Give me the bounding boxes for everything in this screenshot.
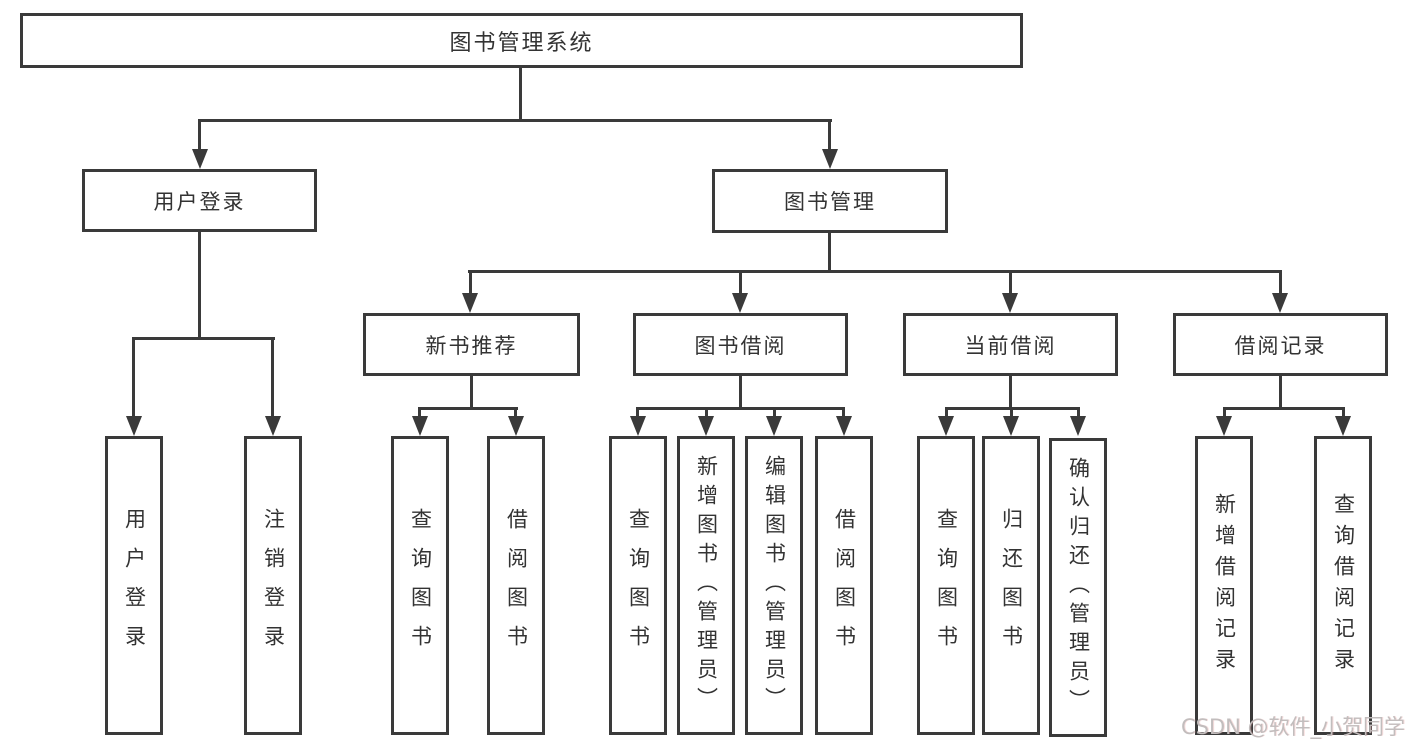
node-label: 当前借阅 xyxy=(964,333,1057,358)
leaf-label: 查询图书 xyxy=(934,507,959,664)
arrowhead-leaf xyxy=(1070,416,1086,436)
arrowhead-leaf xyxy=(836,416,852,436)
node-label: 图书管理 xyxy=(784,190,876,214)
leaf-label: 用户登录 xyxy=(122,507,147,664)
connector-stub xyxy=(1010,407,1013,418)
connector-book-borrow-crossbar xyxy=(636,407,845,410)
arrowhead-leaf-login xyxy=(126,416,142,436)
leaf-return-books: 归还图书 xyxy=(982,436,1040,735)
connector-stub xyxy=(418,407,421,418)
connector-book-management-crossbar xyxy=(468,270,1282,273)
leaf-label: 编辑图书（管理员） xyxy=(762,455,787,716)
connector-stub xyxy=(945,407,948,418)
connector-stub xyxy=(514,407,517,418)
connector-borrow-records-trunk xyxy=(1279,376,1282,410)
connector-to-leaf-login xyxy=(132,337,135,418)
arrowhead-leaf xyxy=(508,416,524,436)
leaf-query-books-current: 查询图书 xyxy=(917,436,975,735)
leaf-add-borrow-record: 新增借阅记录 xyxy=(1195,436,1253,735)
leaf-add-books-admin: 新增图书（管理员） xyxy=(677,436,735,735)
arrowhead-leaf xyxy=(630,416,646,436)
arrowhead-leaf xyxy=(412,416,428,436)
leaf-label: 新增图书（管理员） xyxy=(694,455,719,716)
connector-new-book-crossbar xyxy=(418,407,518,410)
connector-to-new-book xyxy=(469,270,472,295)
node-label: 新书推荐 xyxy=(425,333,518,358)
leaf-label: 借阅图书 xyxy=(832,507,857,664)
node-label: 用户登录 xyxy=(153,189,246,214)
leaf-label: 新增借阅记录 xyxy=(1212,492,1237,679)
connector-user-login-crossbar xyxy=(132,337,275,340)
arrowhead-leaf xyxy=(698,416,714,436)
arrowhead-leaf xyxy=(1335,416,1351,436)
leaf-label: 查询图书 xyxy=(408,507,433,664)
connector-root-trunk xyxy=(519,68,522,122)
connector-to-borrow-records xyxy=(1279,270,1282,295)
leaf-borrow-books: 借阅图书 xyxy=(815,436,873,735)
leaf-label: 确认归还（管理员） xyxy=(1066,457,1091,718)
leaf-query-books-recommend: 查询图书 xyxy=(391,436,449,735)
connector-to-current-borrow xyxy=(1009,270,1012,295)
leaf-label: 注销登录 xyxy=(261,507,286,664)
node-label: 图书借阅 xyxy=(694,333,787,358)
arrowhead-leaf xyxy=(766,416,782,436)
connector-root-crossbar xyxy=(198,119,832,122)
node-label: 借阅记录 xyxy=(1234,333,1327,358)
connector-root-to-user-login xyxy=(198,119,201,151)
connector-user-login-trunk xyxy=(198,232,201,340)
connector-stub xyxy=(773,407,776,418)
leaf-label: 借阅图书 xyxy=(504,507,529,664)
node-book-management: 图书管理 xyxy=(712,169,948,233)
connector-root-to-book-management xyxy=(828,119,831,151)
connector-current-borrow-trunk xyxy=(1009,376,1012,410)
leaf-label: 查询借阅记录 xyxy=(1331,492,1356,679)
arrowhead-book-borrow xyxy=(732,293,748,313)
leaf-query-borrow-record: 查询借阅记录 xyxy=(1314,436,1372,735)
connector-stub xyxy=(1342,407,1345,418)
node-borrow-records: 借阅记录 xyxy=(1173,313,1388,376)
node-user-login: 用户登录 xyxy=(82,169,317,232)
arrowhead-new-book xyxy=(462,293,478,313)
node-book-borrow: 图书借阅 xyxy=(633,313,848,376)
arrowhead-leaf xyxy=(938,416,954,436)
connector-stub xyxy=(842,407,845,418)
arrowhead-current-borrow xyxy=(1002,293,1018,313)
node-current-borrow: 当前借阅 xyxy=(903,313,1118,376)
arrowhead-borrow-records xyxy=(1272,293,1288,313)
connector-stub xyxy=(1223,407,1226,418)
leaf-confirm-return-admin: 确认归还（管理员） xyxy=(1049,438,1107,737)
leaf-query-books-borrow: 查询图书 xyxy=(609,436,667,735)
arrowhead-book-management xyxy=(822,149,838,169)
connector-book-management-trunk xyxy=(828,233,831,273)
leaf-user-login: 用户登录 xyxy=(105,436,163,735)
connector-stub xyxy=(705,407,708,418)
arrowhead-leaf-logout xyxy=(265,416,281,436)
arrowhead-user-login xyxy=(192,149,208,169)
node-label: 图书管理系统 xyxy=(449,30,594,56)
connector-book-borrow-trunk xyxy=(739,376,742,410)
leaf-label: 查询图书 xyxy=(626,507,651,664)
connector-stub xyxy=(1077,407,1080,418)
arrowhead-leaf xyxy=(1216,416,1232,436)
leaf-logout: 注销登录 xyxy=(244,436,302,735)
connector-to-leaf-logout xyxy=(271,337,274,418)
leaf-borrow-books-recommend: 借阅图书 xyxy=(487,436,545,735)
node-new-book-recommend: 新书推荐 xyxy=(363,313,580,376)
node-library-management-system: 图书管理系统 xyxy=(20,13,1023,68)
arrowhead-leaf xyxy=(1003,416,1019,436)
connector-new-book-trunk xyxy=(470,376,473,410)
watermark: CSDN @软件_小贺同学 xyxy=(1181,715,1405,739)
connector-stub xyxy=(636,407,639,418)
leaf-edit-books-admin: 编辑图书（管理员） xyxy=(745,436,803,735)
connector-borrow-records-crossbar xyxy=(1223,407,1345,410)
connector-to-book-borrow xyxy=(739,270,742,295)
leaf-label: 归还图书 xyxy=(999,507,1024,664)
